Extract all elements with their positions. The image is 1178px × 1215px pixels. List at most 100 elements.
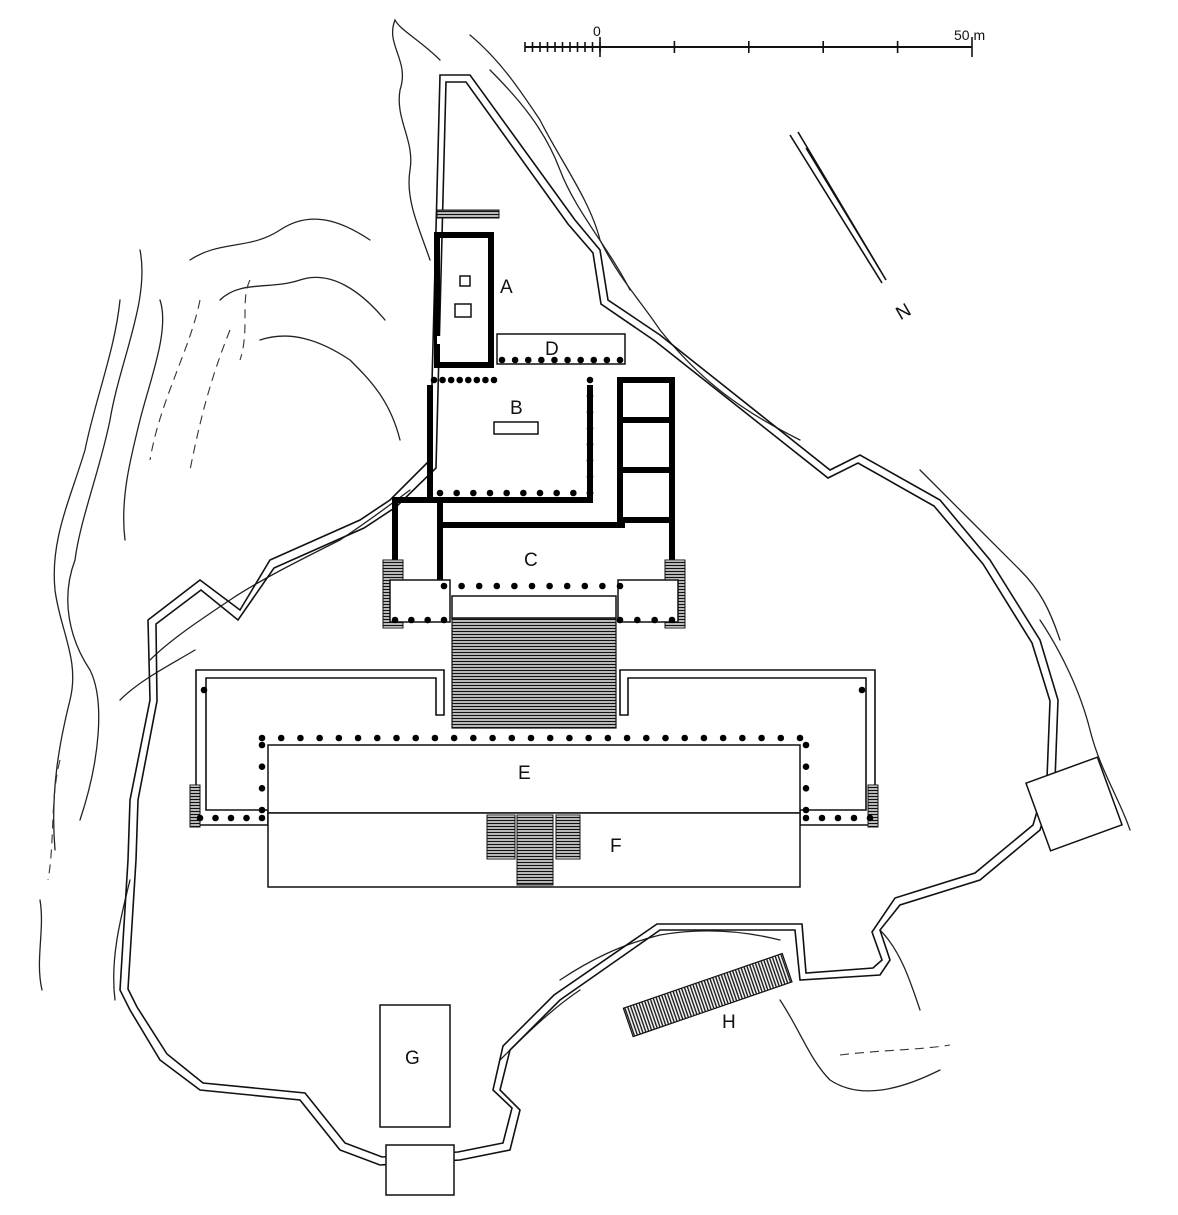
column: [473, 376, 481, 384]
column: [553, 489, 560, 497]
column: [430, 376, 438, 384]
column: [777, 734, 785, 742]
column: [834, 814, 842, 822]
column: [450, 734, 458, 742]
column: [475, 582, 483, 590]
column: [866, 814, 874, 822]
label-c: C: [524, 550, 538, 571]
column: [566, 734, 573, 742]
column: [634, 616, 641, 624]
column: [577, 356, 584, 364]
column: [447, 376, 455, 384]
column: [802, 741, 810, 749]
gatehouse-south: [385, 1144, 455, 1196]
column: [536, 489, 544, 497]
north-label: N: [892, 300, 914, 325]
label-f: F: [610, 836, 622, 857]
column: [802, 763, 810, 770]
column: [858, 686, 866, 694]
building-a-temple: [434, 209, 500, 368]
column: [802, 785, 810, 792]
column: [586, 425, 594, 432]
column: [802, 806, 810, 814]
column: [489, 734, 496, 742]
column: [599, 582, 606, 590]
column: [511, 356, 519, 364]
column: [546, 734, 554, 742]
column: [758, 734, 765, 742]
column: [796, 734, 804, 742]
column: [642, 734, 650, 742]
column: [196, 814, 204, 822]
column: [258, 763, 266, 770]
column: [511, 582, 518, 590]
column: [603, 356, 611, 364]
column: [616, 616, 624, 624]
column: [453, 489, 460, 497]
column: [486, 489, 494, 497]
column: [586, 489, 594, 497]
area-labels: A D B C E F G H: [405, 277, 736, 1069]
column: [581, 582, 589, 590]
column: [470, 489, 477, 497]
column: [802, 814, 810, 822]
column: [590, 356, 598, 364]
north-arrow-icon: N: [789, 131, 915, 325]
column: [440, 582, 448, 590]
column: [200, 686, 208, 694]
column: [440, 616, 448, 624]
column: [586, 441, 594, 448]
terrain-contours: [38, 18, 1131, 1092]
column: [651, 616, 658, 624]
column: [604, 734, 612, 742]
label-h: H: [722, 1012, 736, 1033]
column: [258, 806, 266, 814]
column: [662, 734, 669, 742]
label-g: G: [405, 1048, 420, 1069]
column: [258, 734, 266, 742]
column: [616, 582, 624, 590]
column: [586, 408, 594, 416]
column: [563, 582, 571, 590]
column: [570, 489, 577, 497]
column: [436, 489, 444, 497]
building-c: [382, 497, 686, 629]
column: [520, 489, 527, 497]
column: [551, 356, 558, 364]
colonnade-columns: [196, 356, 874, 822]
column: [681, 734, 689, 742]
ramp-h: [622, 952, 793, 1038]
label-b: B: [510, 398, 523, 419]
column: [373, 734, 381, 742]
column: [258, 741, 266, 749]
column: [335, 734, 343, 742]
column: [408, 616, 415, 624]
column: [719, 734, 727, 742]
column: [527, 734, 535, 742]
column: [585, 734, 592, 742]
column: [212, 814, 219, 822]
label-a: A: [500, 277, 513, 298]
column: [227, 814, 235, 822]
column: [470, 734, 477, 742]
column: [243, 814, 250, 822]
column: [700, 734, 708, 742]
column: [818, 814, 826, 822]
column: [277, 734, 285, 742]
column: [668, 616, 676, 624]
column: [508, 734, 516, 742]
column: [354, 734, 362, 742]
column: [528, 582, 536, 590]
column: [616, 356, 624, 364]
column: [482, 376, 489, 384]
building-g: [379, 1004, 451, 1128]
scale-bar: 0 50 m: [524, 23, 985, 57]
column: [439, 376, 446, 384]
grand-stairway: [451, 617, 617, 729]
column: [424, 616, 431, 624]
column: [258, 814, 266, 822]
label-e: E: [518, 763, 531, 784]
column: [391, 616, 399, 624]
enclosure-wall: [119, 74, 1059, 1166]
